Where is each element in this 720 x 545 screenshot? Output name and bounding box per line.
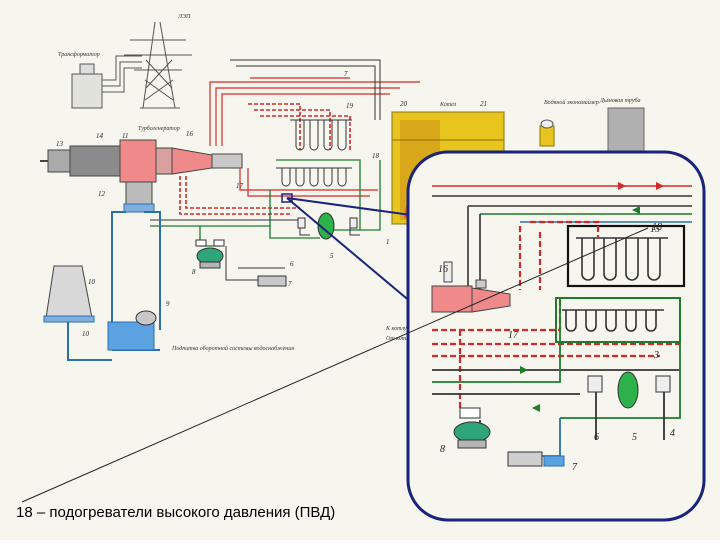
zoom-connector-top: [286, 197, 419, 217]
turbogen-label: Турбогенератор: [138, 125, 180, 132]
stack-label: Дымовая труба: [599, 97, 641, 104]
power-line-tower: [124, 21, 192, 109]
zoom-label-17: 17: [508, 330, 519, 341]
zoom-source-marker: [281, 193, 293, 203]
caption-pointer-line: [21, 227, 649, 503]
label-8-main: 8: [192, 268, 196, 276]
label-21: 21: [480, 100, 487, 108]
label-12: 12: [98, 190, 106, 198]
boiler-label: Котел: [439, 102, 457, 108]
zoom-label-16: 16: [438, 264, 448, 275]
zoom-label-6: 6: [594, 432, 599, 443]
steam-dashed: [179, 103, 351, 215]
cooling-tower: [43, 265, 95, 323]
zoom-label-3: 3: [653, 350, 659, 361]
water-economizer: [539, 119, 555, 147]
zoom-label-5: 5: [632, 432, 637, 443]
transformer-label: Трансформатор: [58, 51, 100, 58]
lp-heaters-main: [276, 167, 352, 187]
zoom-label-8: 8: [440, 444, 445, 455]
label-6-main: 6: [290, 260, 294, 268]
steam-lines: [209, 77, 420, 197]
label-9: 9: [166, 300, 170, 308]
label-18-main: 18: [372, 152, 380, 160]
label-17: 17: [236, 182, 244, 190]
zoom-label-18: 18: [652, 222, 662, 233]
label-16: 16: [186, 130, 194, 138]
zoom-label-4: 4: [670, 428, 675, 439]
label-14: 14: [96, 132, 104, 140]
label-7-top: 7: [344, 70, 348, 78]
label-20: 20: [400, 100, 408, 108]
label-19: 19: [346, 102, 354, 110]
label-13: 13: [56, 140, 64, 148]
turbine-generator: [40, 139, 243, 213]
zoom-label-15: 15: [650, 224, 660, 235]
label-7-main: 7: [288, 280, 292, 288]
condenser-pool: [107, 310, 157, 351]
label-10-top: 10: [88, 278, 96, 286]
power-line-label: ЛЭП: [177, 14, 191, 20]
feedwater-lines: [150, 159, 381, 247]
label-11: 11: [122, 132, 128, 140]
label-10: 10: [82, 330, 90, 338]
zoom-turbine: [431, 261, 511, 313]
makeup-label: Подпитка оборотной системы водоснабжения: [171, 345, 294, 352]
zoom-panel: 15 16 17 3: [21, 150, 706, 522]
main-pipes-dark: [150, 59, 381, 281]
zoom-connector-bottom: [286, 197, 419, 309]
to-boiler-label: К котлу: [385, 326, 407, 332]
hp-heaters-main: [290, 119, 352, 151]
hp-heater-bank: [566, 224, 686, 288]
pumps-main: [195, 212, 358, 287]
caption: 18 – подогреватели высокого давления (ПВ…: [16, 504, 336, 521]
label-5-main: 5: [330, 252, 334, 260]
label-1: 1: [386, 238, 390, 246]
from-boiler-label: От котла: [386, 336, 412, 342]
economizer-label: Водяной экономайзер: [544, 99, 599, 106]
transformer: [71, 55, 142, 109]
zoom-equipment: [453, 371, 671, 467]
zoom-label-7: 7: [572, 462, 578, 473]
